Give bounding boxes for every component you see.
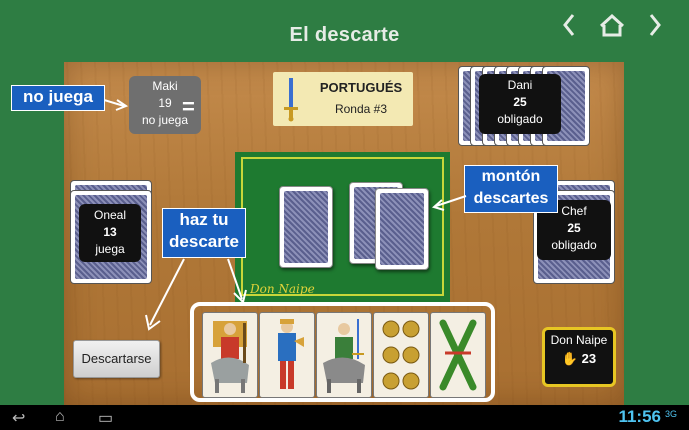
callout-text: descartes — [473, 190, 549, 207]
player-status: obligado — [497, 112, 543, 126]
arrow-icon — [431, 195, 467, 211]
system-nav-bar: ↩ ⌂ ▭ 11:56 3G — [0, 405, 689, 430]
round-label: Ronda #3 — [334, 102, 388, 116]
discard-button[interactable]: Descartarse — [73, 340, 160, 378]
home-icon[interactable]: ⌂ — [55, 408, 65, 425]
chevron-right-icon[interactable] — [648, 12, 662, 45]
callout-monton: montón descartes — [465, 166, 557, 212]
page-title: El descarte — [289, 24, 400, 46]
arrow-icon — [104, 99, 129, 111]
game-variant: PORTUGUÉS — [319, 80, 403, 95]
callout-text: descarte — [169, 232, 239, 251]
header-bar: El descarte — [0, 0, 689, 60]
hand-card[interactable] — [259, 312, 315, 398]
deck-pile[interactable] — [279, 186, 333, 268]
sword-icon — [281, 76, 301, 127]
discard-pile-card[interactable] — [375, 188, 429, 270]
signal-icon: 3G — [664, 409, 677, 419]
hand-card[interactable] — [316, 312, 372, 398]
player-dani: Dani 25 obligado — [479, 74, 561, 134]
player-score: 25 — [513, 95, 527, 109]
clock: 11:56 — [618, 407, 661, 426]
callout-text: no juega — [23, 87, 93, 106]
player-score: 13 — [103, 225, 117, 239]
hand-card[interactable] — [373, 312, 429, 398]
player-maki: Maki 19 no juega — [129, 76, 201, 134]
home-icon[interactable] — [599, 13, 625, 45]
player-oneal: Oneal 13 juega — [79, 204, 141, 262]
player-score: 23 — [581, 351, 597, 366]
player-score: 25 — [567, 221, 581, 235]
chevron-left-icon[interactable] — [562, 12, 576, 45]
back-icon[interactable]: ↩ — [12, 410, 26, 427]
player-score: 19 — [158, 96, 172, 110]
callout-haz-tu-descarte: haz tu descarte — [163, 209, 245, 257]
recent-apps-icon[interactable]: ▭ — [98, 410, 114, 427]
player-name: Chef — [561, 204, 587, 218]
hand-card[interactable] — [202, 312, 258, 398]
player-name: Oneal — [93, 208, 127, 222]
player-hand — [190, 302, 495, 402]
callout-no-juega: no juega — [12, 86, 104, 110]
brand-label: Don Naipe — [250, 282, 315, 296]
player-name: Don Naipe — [550, 333, 608, 347]
player-status: no juega — [141, 113, 189, 127]
player-don-naipe: Don Naipe ✋ 23 — [542, 327, 616, 387]
callout-text: haz tu — [179, 210, 229, 229]
game-banner — [273, 72, 413, 126]
player-name: Maki — [152, 79, 178, 93]
hand-card[interactable] — [430, 312, 486, 398]
hand-icon: ✋ — [561, 351, 579, 366]
player-status: obligado — [551, 238, 597, 252]
equals-icon: = — [182, 94, 195, 119]
player-status: juega — [95, 242, 125, 256]
player-name: Dani — [507, 78, 533, 92]
player-chef: Chef 25 obligado — [537, 200, 611, 260]
callout-text: montón — [481, 168, 541, 185]
